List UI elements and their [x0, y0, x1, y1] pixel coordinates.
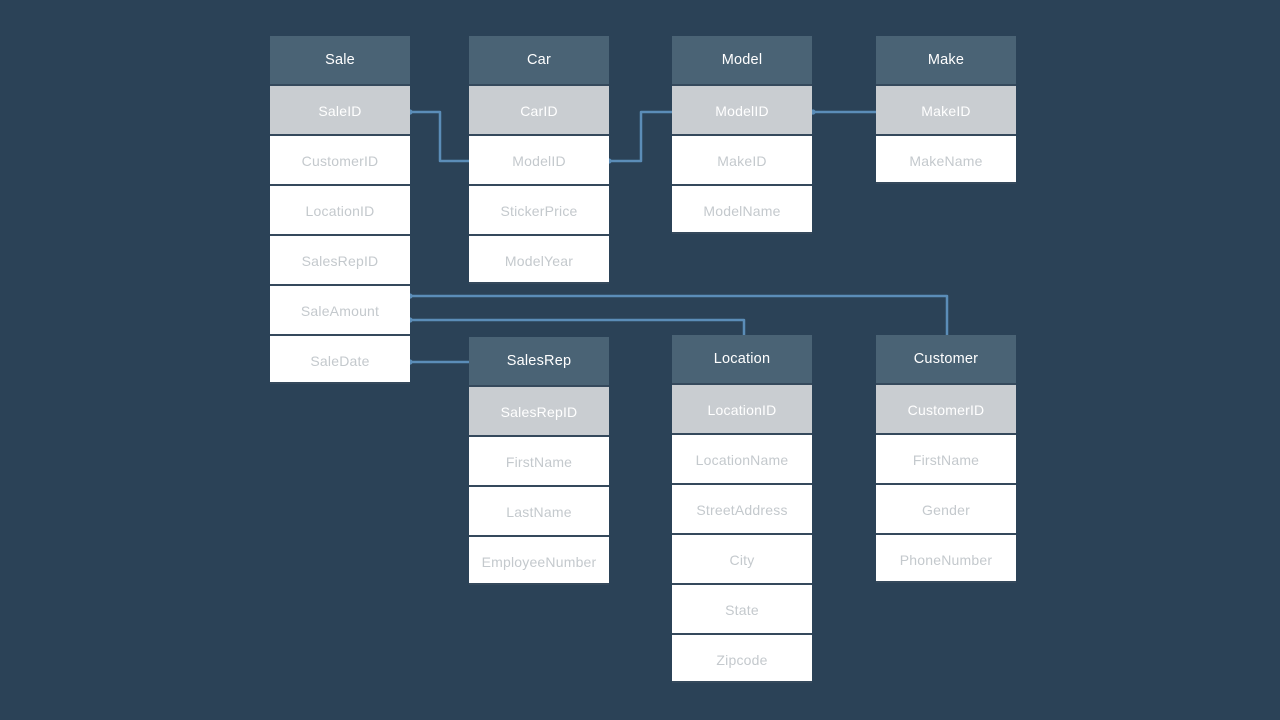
relationship-line [607, 110, 674, 163]
primary-key-row[interactable]: CarID [469, 84, 609, 134]
field-row[interactable]: SaleAmount [270, 284, 410, 334]
primary-key-row[interactable]: SaleID [270, 84, 410, 134]
field-row[interactable]: Zipcode [672, 633, 812, 683]
field-row[interactable]: FirstName [469, 435, 609, 485]
field-row[interactable]: CustomerID [270, 134, 410, 184]
entity-title: Location [672, 335, 812, 383]
field-row[interactable]: MakeID [672, 134, 812, 184]
field-row[interactable]: StickerPrice [469, 184, 609, 234]
field-row[interactable]: LocationName [672, 433, 812, 483]
field-row[interactable]: StreetAddress [672, 483, 812, 533]
field-row[interactable]: ModelYear [469, 234, 609, 284]
relationship-line [408, 294, 949, 338]
primary-key-row[interactable]: CustomerID [876, 383, 1016, 433]
field-row[interactable]: FirstName [876, 433, 1016, 483]
field-row[interactable]: Gender [876, 483, 1016, 533]
field-row[interactable]: SaleDate [270, 334, 410, 384]
primary-key-row[interactable]: MakeID [876, 84, 1016, 134]
field-row[interactable]: PhoneNumber [876, 533, 1016, 583]
relationship-line [408, 318, 746, 338]
field-row[interactable]: State [672, 583, 812, 633]
relationship-line [408, 110, 472, 163]
primary-key-row[interactable]: SalesRepID [469, 385, 609, 435]
entity-title: SalesRep [469, 337, 609, 385]
entity-title: Sale [270, 36, 410, 84]
entity-title: Customer [876, 335, 1016, 383]
field-row[interactable]: ModelName [672, 184, 812, 234]
field-row[interactable]: LastName [469, 485, 609, 535]
entity-title: Make [876, 36, 1016, 84]
entity-title: Car [469, 36, 609, 84]
primary-key-row[interactable]: LocationID [672, 383, 812, 433]
field-row[interactable]: EmployeeNumber [469, 535, 609, 585]
field-row[interactable]: LocationID [270, 184, 410, 234]
entity-title: Model [672, 36, 812, 84]
field-row[interactable]: City [672, 533, 812, 583]
field-row[interactable]: SalesRepID [270, 234, 410, 284]
field-row[interactable]: ModelID [469, 134, 609, 184]
field-row[interactable]: MakeName [876, 134, 1016, 184]
primary-key-row[interactable]: ModelID [672, 84, 812, 134]
